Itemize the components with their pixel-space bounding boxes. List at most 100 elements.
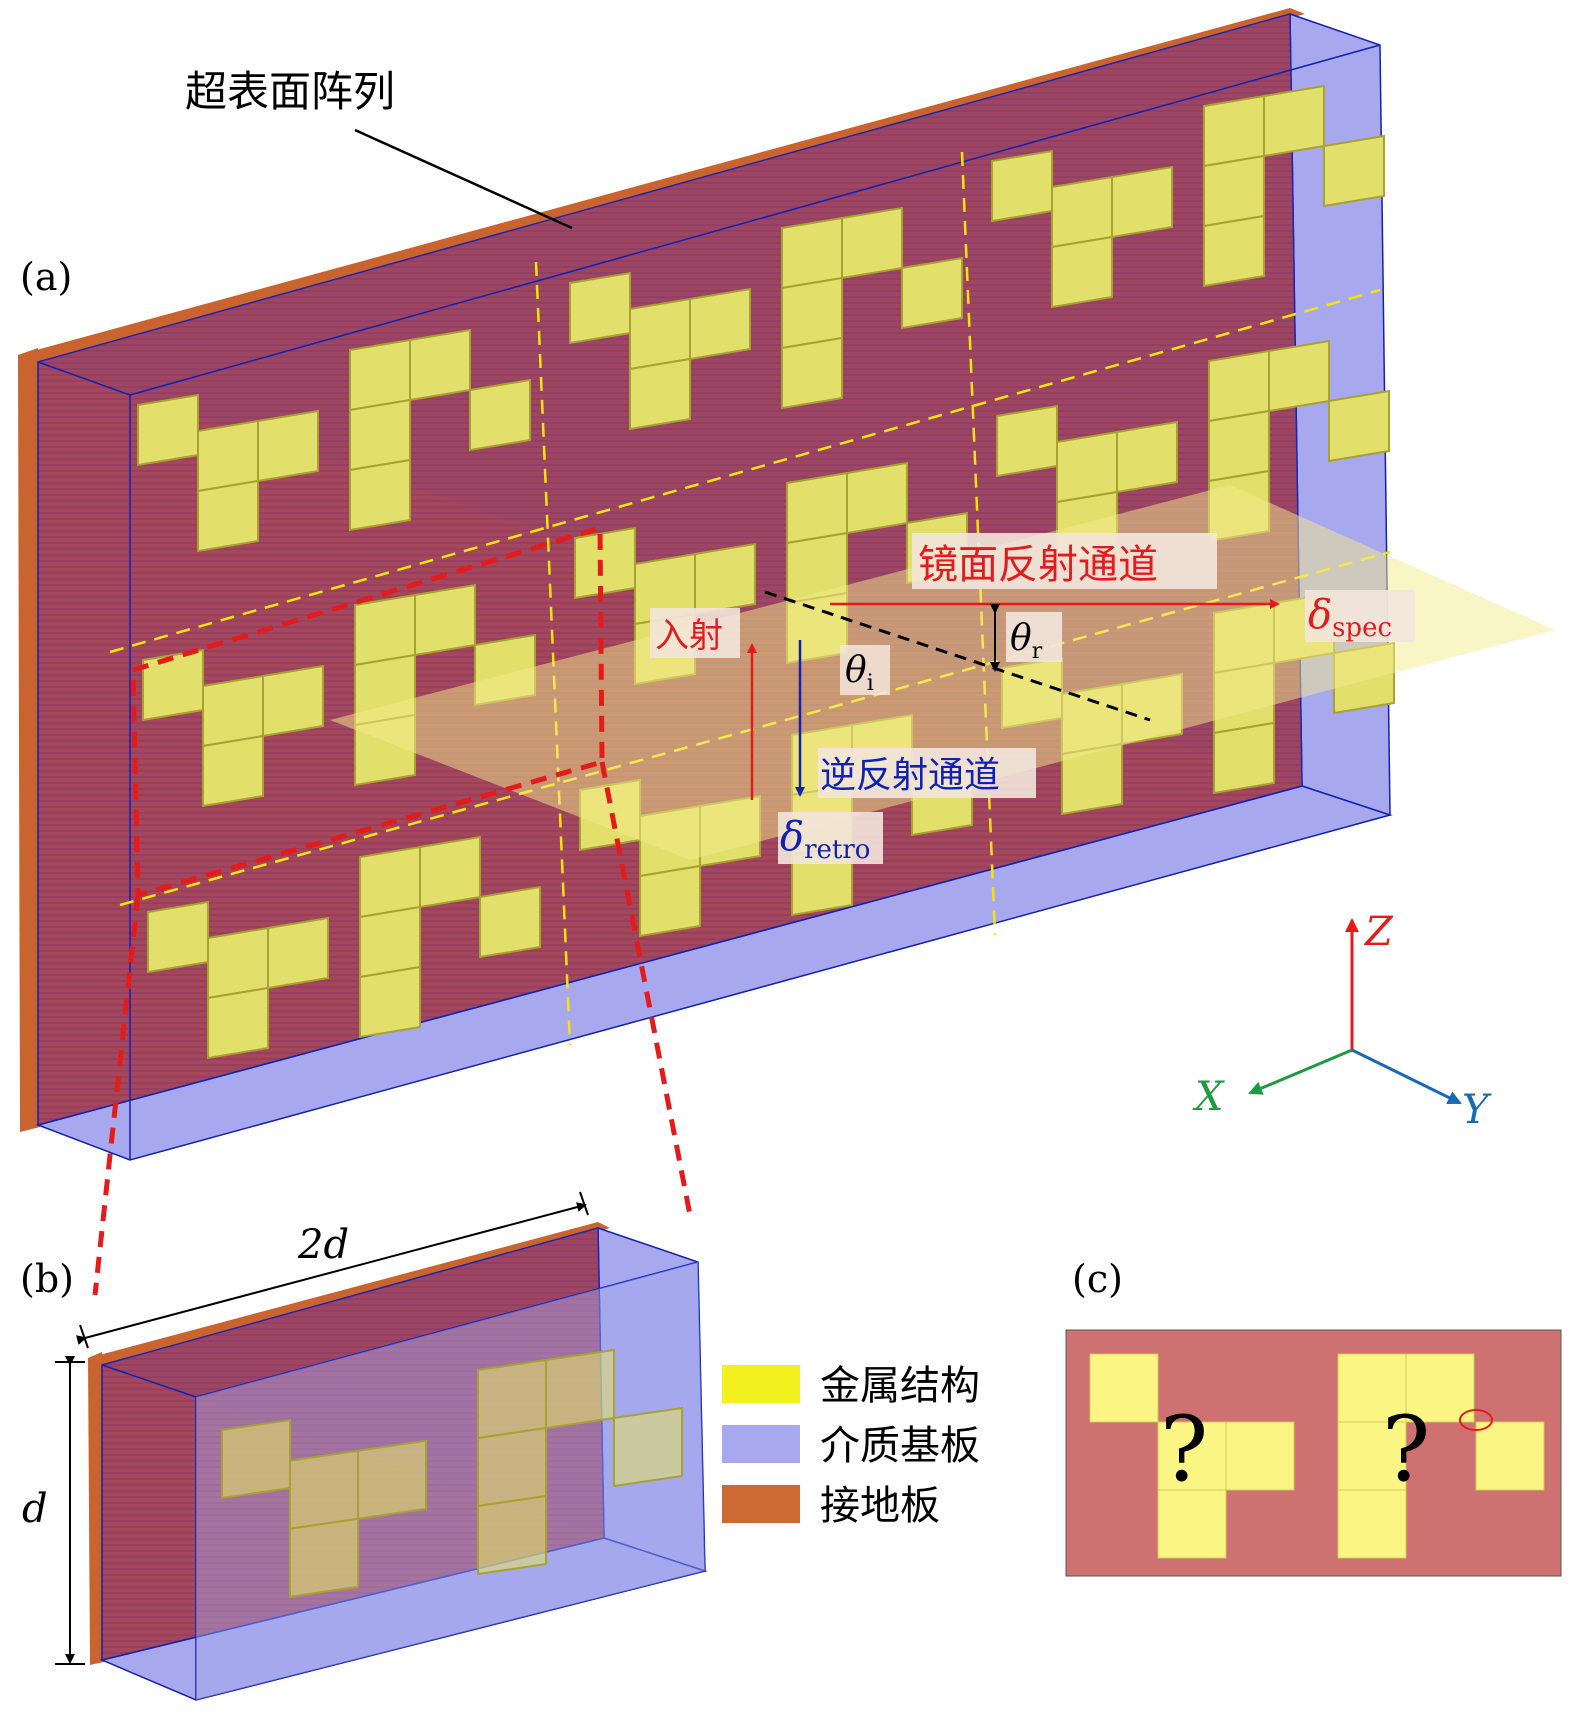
metal-patch-r2c2p-3 bbox=[1213, 721, 1275, 795]
dim-2d-arrow bbox=[75, 1202, 587, 1345]
metal-patch-r0c1p-3 bbox=[781, 336, 843, 410]
metal-patch-r2c1t-3 bbox=[639, 864, 701, 938]
metal-patch-r0c0t-3 bbox=[197, 479, 259, 553]
normal-line bbox=[764, 590, 1151, 722]
metal-patch-r0c2p-0 bbox=[1203, 94, 1265, 168]
inner-edge-top bbox=[37, 361, 131, 396]
metal-patch-r1c2t-0 bbox=[996, 404, 1058, 478]
dimension-lines bbox=[55, 1191, 589, 1665]
metal-patch-r1c2p-4 bbox=[1328, 389, 1390, 463]
legend-label-0: 金属结构 bbox=[820, 1363, 980, 1409]
label-bg-delta-spec bbox=[1305, 590, 1415, 642]
metal-patch-r2c0p-4 bbox=[479, 885, 541, 959]
metal-patch-r2c0t-0 bbox=[147, 900, 209, 974]
guide-h-2 bbox=[119, 550, 1391, 907]
cell-patch-t-3 bbox=[289, 1517, 359, 1598]
metal-patch-r0c2p-3 bbox=[1203, 214, 1265, 288]
tv-right-patch-2 bbox=[1405, 1353, 1475, 1423]
metal-patch-r0c1p-1 bbox=[841, 206, 903, 280]
cell-inner-top bbox=[101, 1364, 197, 1398]
tv-left-patch-4 bbox=[1157, 1489, 1227, 1559]
metal-patch-r0c0p-1 bbox=[409, 328, 471, 402]
legend-label-2: 接地板 bbox=[820, 1483, 940, 1529]
ground-plate-side bbox=[18, 348, 40, 1132]
cell-ground-side bbox=[88, 1352, 104, 1665]
y-axis bbox=[1351, 1048, 1462, 1105]
panel-b-label: (b) bbox=[20, 1257, 74, 1301]
metal-patch-r1c2t-2 bbox=[1116, 420, 1178, 494]
question-mark-left: ? bbox=[1160, 1397, 1208, 1502]
metal-patch-r0c1t-0 bbox=[569, 271, 631, 345]
metal-patch-r1c0t-2 bbox=[262, 664, 324, 738]
metal-patch-r1c2p-0 bbox=[1208, 349, 1270, 423]
label-bg-theta-i bbox=[840, 645, 890, 695]
legend-swatch-1 bbox=[722, 1425, 800, 1463]
label-bg-spec-channel bbox=[912, 533, 1217, 589]
dim-2d-tick-left bbox=[79, 1324, 89, 1349]
metal-patch-r1c0p-1 bbox=[414, 583, 476, 657]
cell-patch-p-1 bbox=[545, 1348, 615, 1430]
delta-retro-sub: retro bbox=[804, 835, 870, 865]
metal-patch-r2c0t-2 bbox=[267, 916, 329, 990]
metal-patch-r0c0p-3 bbox=[349, 458, 411, 532]
cell-patch-t-0 bbox=[221, 1418, 291, 1500]
delta-spec-sub: spec bbox=[1332, 613, 1392, 643]
legend-label-1: 介质基板 bbox=[820, 1423, 980, 1469]
label-bg-theta-r bbox=[1006, 612, 1062, 662]
metal-patch-r1c0t-3 bbox=[202, 734, 264, 808]
delta-retro-label: δretro bbox=[780, 814, 870, 865]
delta-spec-symbol: δ bbox=[1308, 592, 1332, 638]
metal-patch-r0c1t-1 bbox=[629, 297, 691, 371]
metal-patch-r0c2p-1 bbox=[1263, 84, 1325, 158]
cell-patch-p-0 bbox=[477, 1358, 547, 1440]
label-bg-retro-channel bbox=[818, 748, 1036, 798]
z-axis-label: Z bbox=[1363, 909, 1394, 955]
tv-right-patch-3 bbox=[1337, 1421, 1407, 1491]
metal-patch-r2c0p-3 bbox=[359, 965, 421, 1039]
metal-patch-r1c0t-1 bbox=[202, 674, 264, 748]
specular-channel-label: 镜面反射通道 bbox=[918, 542, 1158, 588]
metal-patch-r1c2t-1 bbox=[1056, 430, 1118, 504]
metal-patch-r0c1p-2 bbox=[781, 276, 843, 350]
tv-left-patch-3 bbox=[1225, 1421, 1295, 1491]
question-mark-right: ? bbox=[1382, 1397, 1430, 1502]
delta-spec-label: δspec bbox=[1308, 592, 1392, 643]
tv-left-patch-1 bbox=[1089, 1353, 1159, 1423]
array-pointer bbox=[354, 128, 573, 230]
coordinate-axes: Z X Y bbox=[1192, 909, 1492, 1133]
metal-patch-r1c1p-0 bbox=[786, 471, 848, 545]
label-bg-incident bbox=[650, 608, 740, 658]
theta-i-symbol: θ bbox=[845, 650, 867, 691]
theta-i-label: θi bbox=[845, 650, 874, 696]
panel-c-label: (c) bbox=[1072, 1257, 1123, 1301]
y-axis-label: Y bbox=[1462, 1087, 1492, 1133]
incidence-plane bbox=[330, 485, 1555, 860]
x-axis-label: X bbox=[1192, 1074, 1225, 1120]
metal-patch-r1c0t-0 bbox=[142, 648, 204, 722]
metal-patch-r1c1t-0 bbox=[574, 526, 636, 600]
metal-patch-r0c2t-0 bbox=[991, 149, 1053, 223]
metal-patch-r2c0t-1 bbox=[207, 926, 269, 1000]
metal-patch-r1c1t-2 bbox=[694, 542, 756, 616]
metal-patch-r0c2t-1 bbox=[1051, 175, 1113, 249]
metal-patch-r0c0p-0 bbox=[349, 338, 411, 412]
tv-right-patch-4 bbox=[1337, 1489, 1407, 1559]
metal-patch-r0c1t-3 bbox=[629, 357, 691, 431]
unit-cell-box bbox=[130, 524, 605, 899]
metal-patch-r0c1p-4 bbox=[901, 256, 963, 330]
contact-highlight bbox=[1459, 1409, 1493, 1431]
theta-r-sub: r bbox=[1032, 639, 1043, 664]
retro-channel-label: 逆反射通道 bbox=[820, 755, 1000, 796]
metal-patch-r0c2t-3 bbox=[1051, 235, 1113, 309]
tv-right-patch-5 bbox=[1475, 1421, 1545, 1491]
metal-patch-r0c0p-4 bbox=[469, 378, 531, 452]
theta-r-symbol: θ bbox=[1010, 618, 1032, 659]
tv-left-patch-2 bbox=[1157, 1421, 1227, 1491]
delta-retro-symbol: δ bbox=[780, 814, 804, 860]
cell-patch-p-2 bbox=[477, 1426, 547, 1508]
panel-a-label: (a) bbox=[20, 255, 72, 299]
dim-d-label: d bbox=[22, 1486, 48, 1532]
tv-right-patch-1 bbox=[1337, 1353, 1407, 1423]
